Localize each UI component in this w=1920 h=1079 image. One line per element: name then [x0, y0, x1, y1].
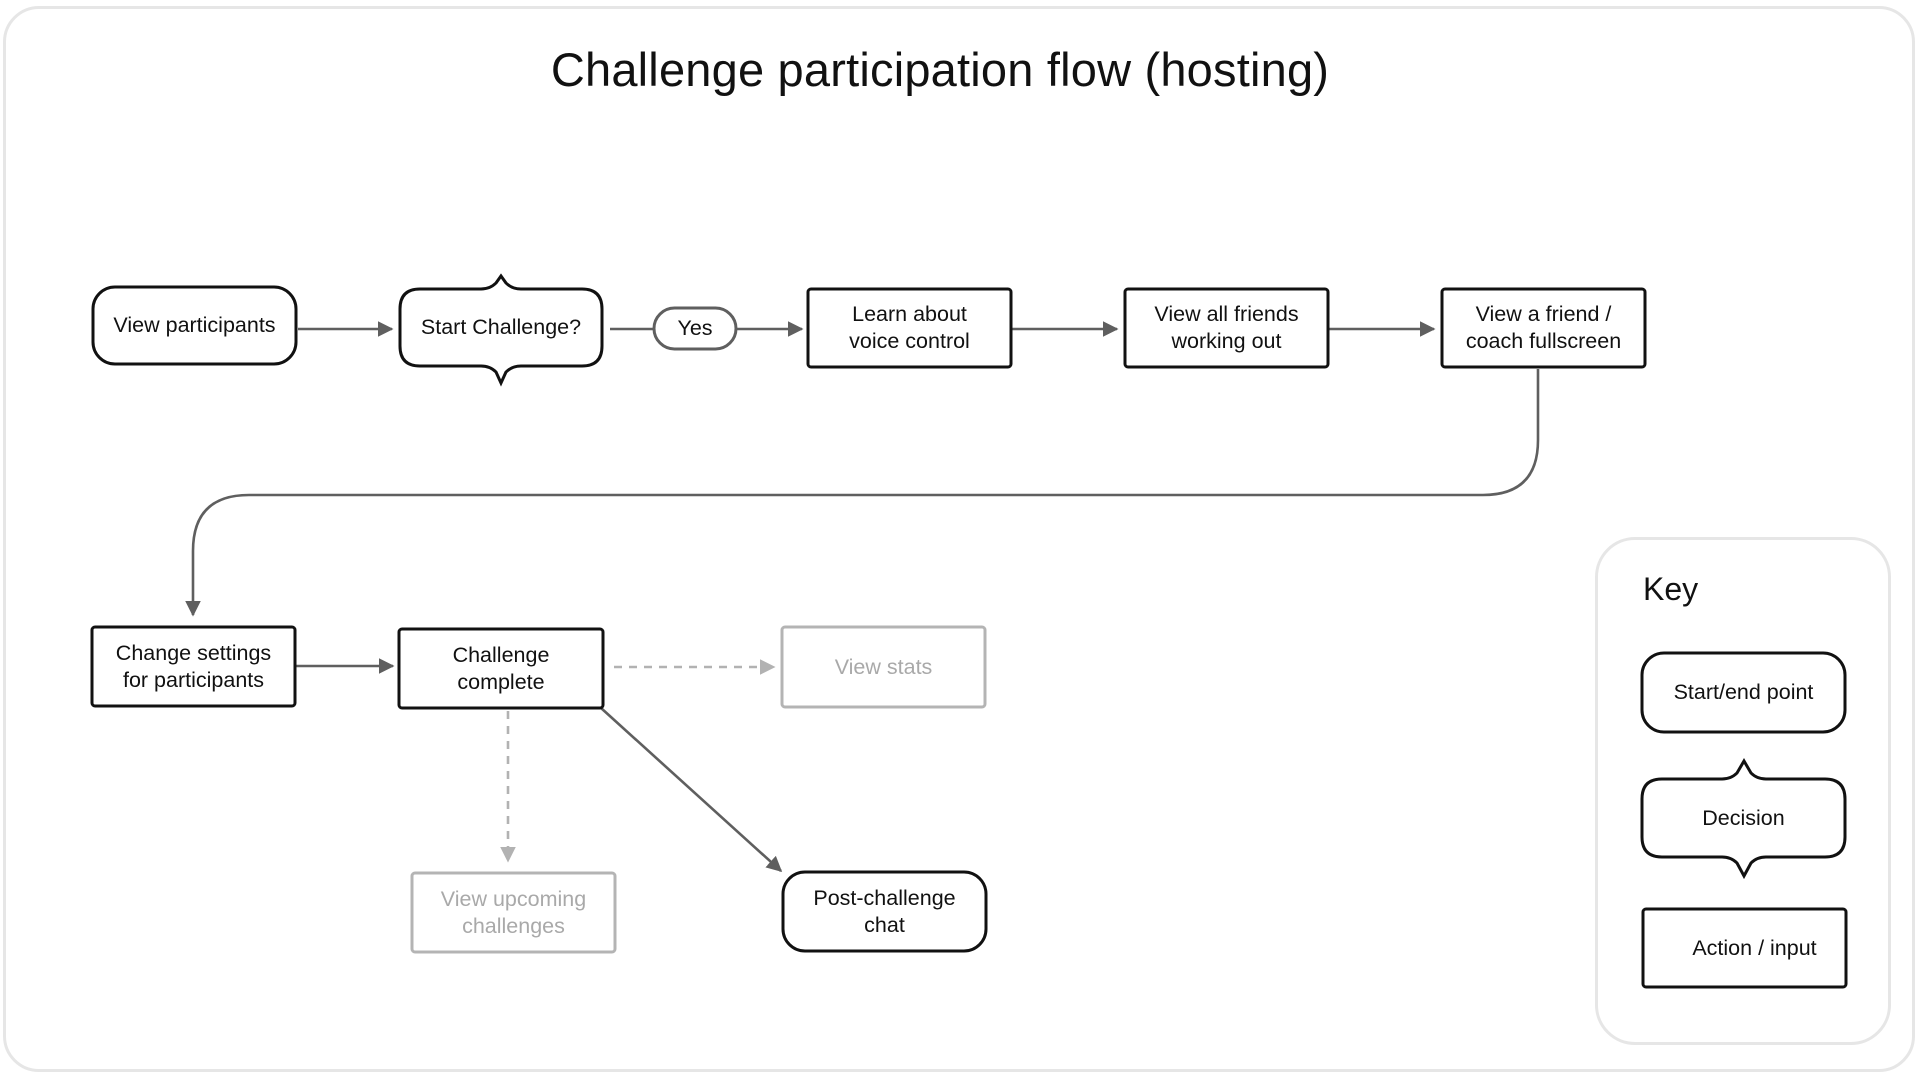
edge-fullscreen-to-settings [185, 369, 1540, 617]
key-action-shape [1641, 907, 1848, 989]
diagram-title: Challenge participation flow (hosting) [550, 43, 1330, 96]
label-view-participants: View participants [113, 313, 276, 337]
node-view-upcoming [410, 871, 617, 954]
key-panel [1595, 537, 1891, 1045]
key-decision-shape [1640, 758, 1847, 880]
label-view-friend-full: View a friend / coach fullscreen [1465, 302, 1622, 353]
label-yes: Yes [677, 316, 713, 340]
key-start-end-shape [1640, 651, 1847, 734]
label-view-upcoming: View upcoming challenges [440, 886, 587, 938]
diagram-frame [3, 6, 1915, 1072]
edge-complete-to-chat [600, 707, 783, 873]
node-view-stats [780, 625, 987, 709]
node-change-settings [90, 625, 297, 708]
node-challenge-complete [397, 627, 605, 710]
key-decision-label: Decision [1702, 805, 1785, 830]
node-view-participants [91, 285, 298, 366]
node-view-friends [1123, 287, 1330, 369]
node-start-challenge [398, 273, 604, 387]
key-title: Key [1643, 571, 1699, 607]
key-start-end-label: Start/end point [1673, 680, 1814, 704]
key-action-label: Action / input [1692, 935, 1817, 960]
label-learn-voice: Learn about voice control [849, 302, 970, 353]
label-post-chat: Post-challenge chat [813, 885, 956, 937]
label-view-friends: View all friends working out [1154, 302, 1299, 353]
node-view-friend-full [1440, 287, 1647, 369]
label-view-stats: View stats [834, 654, 933, 679]
node-learn-voice [806, 287, 1013, 369]
node-yes [652, 306, 738, 351]
label-change-settings: Change settings for participants [115, 640, 272, 692]
node-post-chat [781, 870, 988, 953]
label-start-challenge: Start Challenge? [420, 315, 582, 339]
label-challenge-complete: Challenge complete [452, 642, 550, 694]
